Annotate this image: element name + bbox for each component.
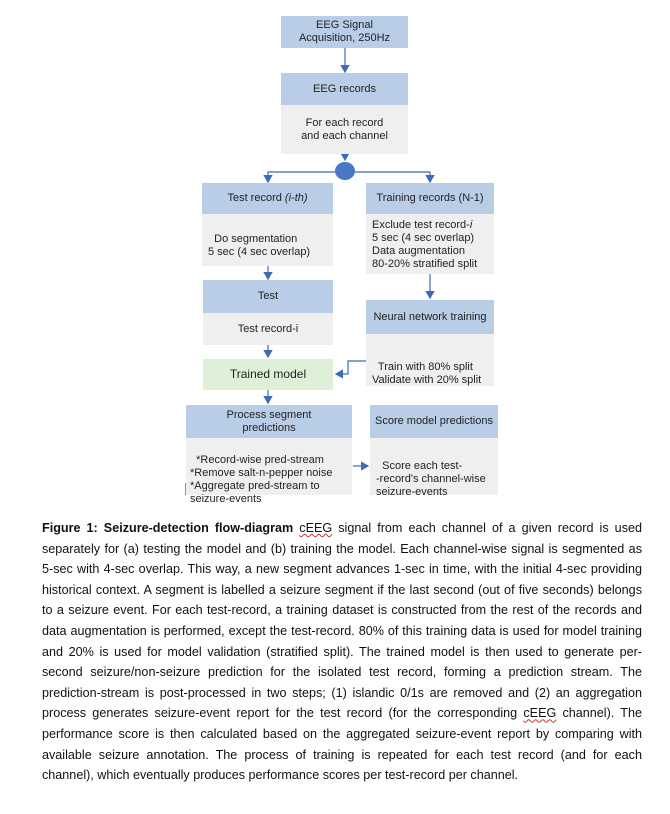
test-record-body: Do segmentation 5 sec (4 sec overlap) xyxy=(202,214,333,266)
nn-training-body-label: Train with 80% split Validate with 20% s… xyxy=(372,361,482,386)
arrow-split-to-test xyxy=(263,171,335,184)
trained-model-label: Trained model xyxy=(229,367,307,381)
test-header-label: Test xyxy=(257,290,279,302)
caption-ceeg-2: cEEG xyxy=(523,706,557,721)
arrow-nn-to-model xyxy=(334,360,366,379)
records-header-label: EEG records xyxy=(313,82,376,95)
training-records-header: Training records (N-1) xyxy=(366,183,494,214)
acquisition-box: EEG Signal Acquisition, 250Hz xyxy=(281,16,408,48)
caption-text-1: signal from each channel of a given reco… xyxy=(42,521,642,721)
nn-training-header: Neural network training xyxy=(366,300,494,334)
acquisition-label: EEG Signal Acquisition, 250Hz xyxy=(298,19,391,44)
test-record-header: Test record (i-th) xyxy=(202,183,333,214)
test-body: Test record-i xyxy=(203,313,333,345)
test-header: Test xyxy=(203,280,333,313)
test-record-header-label: Test record (i-th) xyxy=(227,192,308,204)
nn-training-body: Train with 80% split Validate with 20% s… xyxy=(366,334,494,386)
training-line-3: Data augmentation xyxy=(372,245,465,257)
training-records-header-label: Training records (N-1) xyxy=(376,192,484,204)
records-body: For each record and each channel xyxy=(281,105,408,154)
training-line-2: 5 sec (4 sec overlap) xyxy=(372,232,475,244)
test-body-label: Test record-i xyxy=(237,322,299,335)
process-body: *Record-wise pred-stream *Remove salt-n-… xyxy=(186,438,352,505)
nn-training-header-label: Neural network training xyxy=(373,310,487,323)
arrow-split-to-train xyxy=(355,171,435,184)
training-line-1: Exclude test record-i xyxy=(372,219,473,231)
process-body-label: *Record-wise pred-stream *Remove salt-n-… xyxy=(190,454,333,505)
records-body-label: For each record and each channel xyxy=(301,116,388,142)
score-header: Score model predictions xyxy=(370,405,498,438)
process-header: Process segment predictions xyxy=(186,405,352,438)
training-line-4: 80-20% stratified split xyxy=(372,258,478,270)
figure-caption: Figure 1: Seizure-detection flow-diagram… xyxy=(42,518,642,786)
score-body: Score each test- -record's channel-wise … xyxy=(370,438,498,498)
score-header-label: Score model predictions xyxy=(374,415,493,427)
trained-model-box: Trained model xyxy=(203,359,333,390)
records-header: EEG records xyxy=(281,73,408,105)
split-node xyxy=(335,162,355,180)
caption-text-2: channel). The performance score is then … xyxy=(42,706,642,783)
caption-lead: Figure 1: Seizure-detection flow-diagram xyxy=(42,521,300,535)
test-record-body-label: Do segmentation 5 sec (4 sec overlap) xyxy=(208,233,311,258)
training-records-body: Exclude test record-i 5 sec (4 sec overl… xyxy=(366,214,494,274)
caption-ceeg-1: cEEG xyxy=(299,521,333,535)
process-header-label: Process segment predictions xyxy=(226,408,312,434)
score-body-label: Score each test- -record's channel-wise … xyxy=(376,460,486,498)
